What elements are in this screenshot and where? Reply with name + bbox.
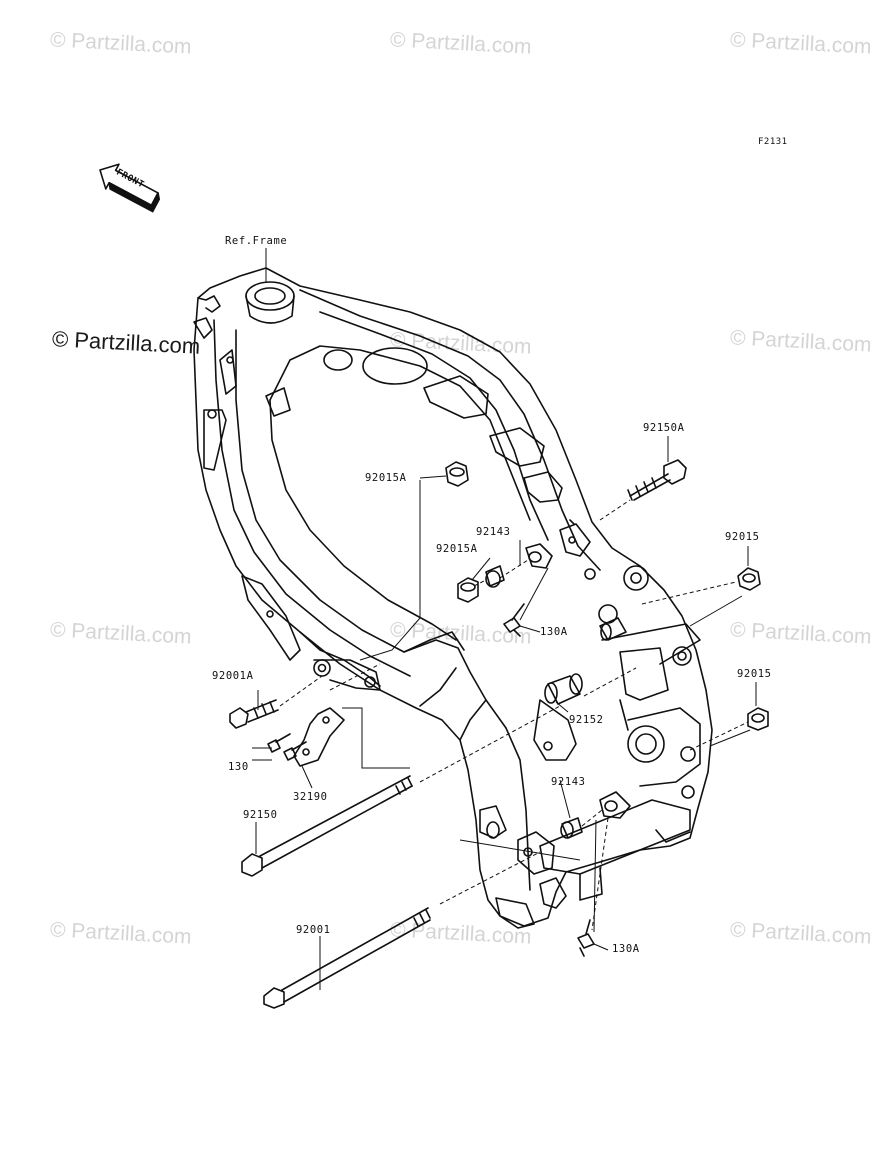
nut-92015-mid[interactable] [747,707,769,731]
spacer-92152[interactable] [544,673,583,705]
bolts-130[interactable] [267,733,307,761]
label-32190[interactable]: 32190 [293,791,328,803]
label-92001[interactable]: 92001 [296,924,331,936]
bracket-32190[interactable] [293,707,345,767]
clamp-bracket-top [525,543,553,569]
bolt-130A-bot[interactable] [577,919,595,957]
label-92150[interactable]: 92150 [243,809,278,821]
label-92143-bot[interactable]: 92143 [551,776,586,788]
front-arrow-icon [99,163,161,213]
label-92015-top[interactable]: 92015 [725,531,760,543]
label-130A-top[interactable]: 130A [540,626,568,638]
label-92015-mid[interactable]: 92015 [737,668,772,680]
bolt-130A-top[interactable] [503,603,525,637]
bolt-92001A[interactable] [229,699,279,729]
bolt-92150A[interactable] [627,459,687,501]
label-92143-top[interactable]: 92143 [476,526,511,538]
collar-92143-top[interactable] [485,565,505,588]
collar-92143-bot[interactable] [560,817,583,839]
nut-92015A-top[interactable] [445,461,469,487]
label-92152[interactable]: 92152 [569,714,604,726]
label-92150A[interactable]: 92150A [643,422,685,434]
label-92015A-mid[interactable]: 92015A [436,543,478,555]
nut-92015A-mid[interactable] [457,577,479,603]
label-ref-frame[interactable]: Ref.Frame [225,235,288,247]
label-92015A-top[interactable]: 92015A [365,472,407,484]
label-130[interactable]: 130 [228,761,249,773]
figure-code: F2131 [758,137,788,147]
bolt-92150[interactable] [241,775,413,877]
label-130A-bot[interactable]: 130A [612,943,640,955]
nut-92015-top[interactable] [737,567,761,591]
bolt-92001[interactable] [263,907,431,1009]
label-92001A[interactable]: 92001A [212,670,254,682]
